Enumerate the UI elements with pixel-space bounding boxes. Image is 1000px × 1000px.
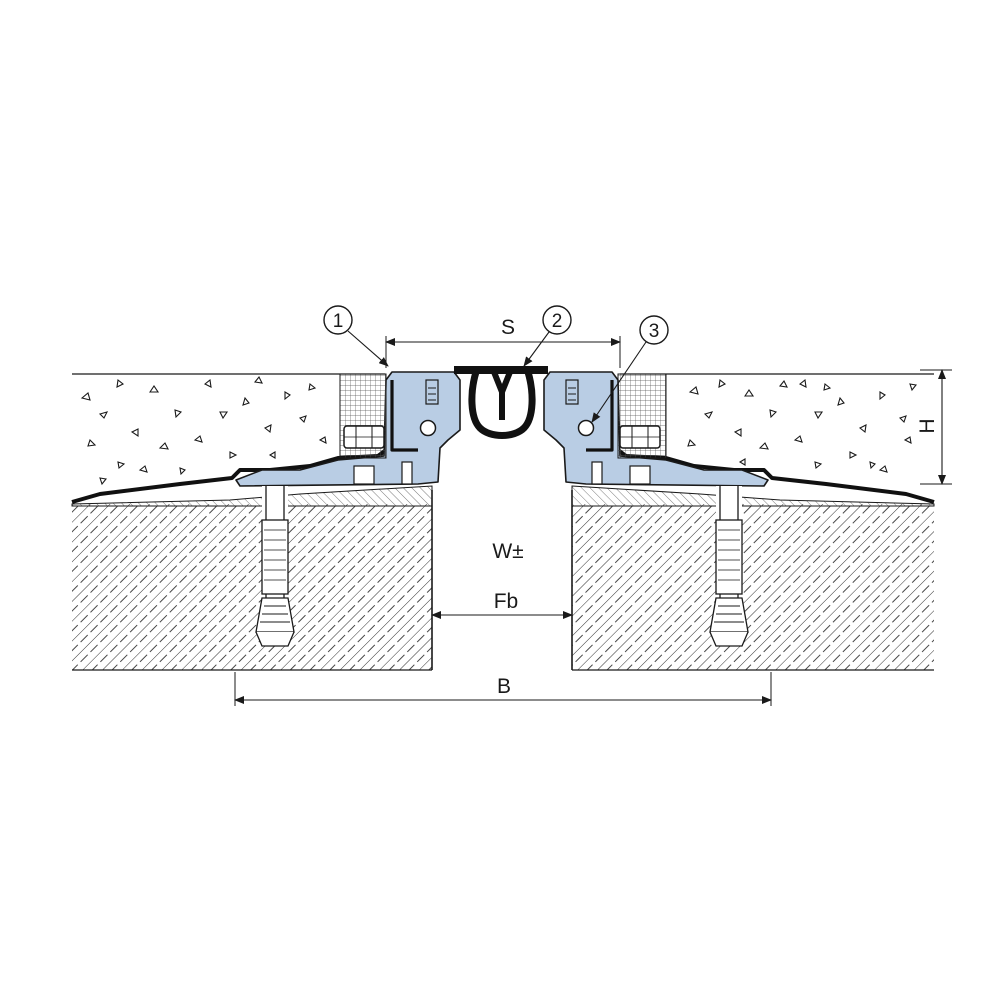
dimension-fb: Fb — [431, 590, 573, 619]
dimension-h: H — [916, 369, 952, 485]
aggregate-right — [687, 378, 918, 473]
seal-insert — [454, 366, 548, 439]
dimension-b-label: B — [497, 675, 511, 698]
hex-nut-left — [343, 425, 385, 449]
callout-2-number: 2 — [552, 311, 563, 332]
dimension-b: B — [234, 672, 772, 706]
dimension-s: S — [385, 316, 621, 368]
dimension-s-label: S — [501, 316, 515, 339]
substrate-right — [571, 490, 934, 671]
callout-3-number: 3 — [649, 321, 660, 342]
mortar-bed-left — [71, 485, 433, 507]
profile-left — [235, 371, 461, 487]
mortar-bed-right — [571, 485, 935, 507]
dimension-fb-label: Fb — [494, 590, 519, 613]
anchor-bolt-left — [255, 486, 295, 647]
hex-nut-right — [619, 425, 661, 449]
dimension-h-label: H — [916, 418, 939, 433]
substrate-left — [72, 490, 433, 671]
callout-2: 2 — [523, 305, 572, 367]
anchor-bolt-right — [709, 486, 749, 647]
callout-1-number: 1 — [333, 311, 344, 332]
aggregate-left — [80, 375, 327, 486]
dimension-w-label: W± — [492, 540, 523, 563]
callout-1: 1 — [323, 305, 389, 367]
profile-right — [543, 371, 769, 487]
callout-3: 3 — [591, 315, 669, 423]
